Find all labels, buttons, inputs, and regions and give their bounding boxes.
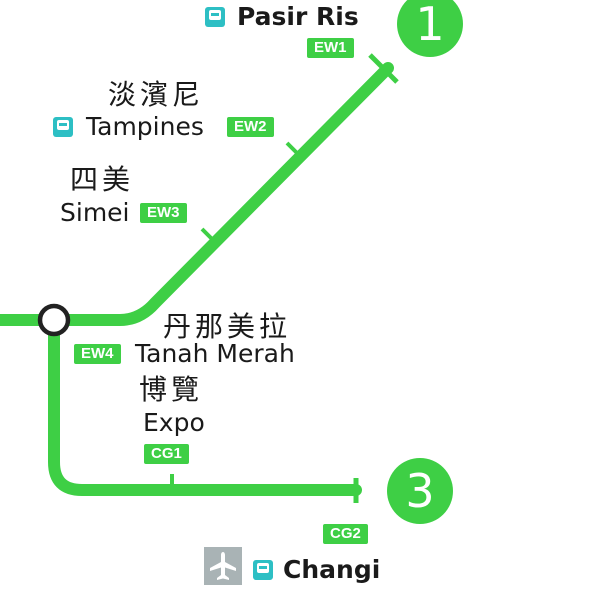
tanah-merah-name-cn: 丹那美拉	[163, 310, 292, 343]
tampines-tick	[285, 141, 299, 155]
tanah-merah-name: Tanah Merah	[135, 339, 295, 368]
changi-code: CG2	[323, 524, 368, 544]
expo-code: CG1	[144, 444, 189, 464]
pasir-ris-name: Pasir Ris	[237, 2, 359, 31]
tampines-code: EW2	[227, 117, 274, 137]
changi-name: Changi	[283, 555, 381, 584]
east-west-line	[0, 62, 394, 326]
changi-branch-line	[48, 314, 362, 496]
expo-name-cn: 博覽	[139, 373, 204, 406]
tampines-name: Tampines	[86, 112, 204, 141]
bus-icon	[253, 560, 273, 580]
pasir-ris-code: EW1	[307, 38, 354, 58]
pasir-ris-terminus-bar	[368, 53, 399, 84]
simei-code: EW3	[140, 203, 187, 223]
route-1-badge: 1	[397, 0, 463, 57]
airplane-icon	[204, 547, 242, 585]
bus-icon	[53, 117, 73, 137]
route-3-badge: 3	[387, 458, 453, 524]
tanah-merah-code: EW4	[74, 344, 121, 364]
expo-name: Expo	[143, 408, 205, 437]
simei-name: Simei	[60, 198, 130, 227]
interchange-ring-icon[interactable]	[37, 303, 71, 337]
simei-name-cn: 四美	[70, 163, 135, 196]
simei-tick	[200, 227, 214, 241]
bus-icon	[205, 7, 225, 27]
tampines-name-cn: 淡濱尼	[108, 78, 205, 111]
